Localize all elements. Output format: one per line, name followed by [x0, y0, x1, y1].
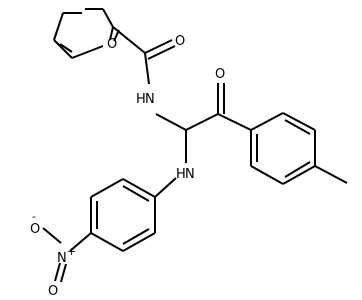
- tolyl-ring: [250, 112, 348, 185]
- bond-ch-to-ketone-c: [185, 113, 219, 131]
- bond-furan-to-carbonyl: [112, 26, 146, 54]
- furan-ring: [53, 8, 120, 59]
- atom-ketone-oxygen: O: [215, 67, 225, 82]
- bond-furan-c3-c2: [102, 8, 114, 28]
- atom-nitro-nitrogen: N: [57, 251, 67, 266]
- bond-ar-4-5: [90, 232, 124, 252]
- bond-ketone-to-ring: [217, 113, 252, 131]
- bond-tolyl-2-3: [282, 112, 316, 131]
- atom-amide-oxygen: O: [175, 34, 185, 49]
- atom-nitro-oxygen: O: [48, 284, 58, 299]
- atom-amide-hydrogen: H: [136, 92, 146, 107]
- bond-tolyl-2-3-inner: [284, 119, 311, 135]
- bond-ar-5-6: [122, 232, 156, 252]
- nitrophenyl-ring: [90, 178, 156, 252]
- atom-amine-nitrogen: N: [185, 167, 195, 182]
- bond-furan-c4-c5: [53, 12, 64, 41]
- nitro-group: [42, 227, 92, 283]
- bond-tolyl-1-2: [250, 112, 284, 131]
- bond-nh-to-ring: [154, 177, 177, 198]
- bond-carbonyl-c-o-2: [147, 45, 176, 60]
- atom-furan-oxygen: O: [107, 37, 117, 52]
- bond-n-to-ch: [155, 113, 187, 131]
- bond-ar-1-2: [122, 178, 156, 198]
- amine-group: [154, 130, 187, 198]
- bond-ar-1-2-inner: [122, 185, 150, 202]
- atom-amide-nitrogen: N: [145, 92, 155, 107]
- bond-carbonyl-c-n: [144, 52, 150, 85]
- bond-furan-c5-c6-inner: [59, 43, 73, 53]
- bond-tolyl-5-6: [250, 165, 284, 185]
- negative-charge: -: [32, 210, 36, 223]
- bond-ring-to-nitro-n: [69, 232, 92, 252]
- bond-nitro-n-o-2: [60, 263, 67, 283]
- bond-tolyl-4-5-inner: [284, 161, 311, 178]
- bond-furan-c6-o: [71, 45, 104, 59]
- atom-labels: O O N H O N H O - N + O: [30, 34, 225, 299]
- amide-group: [112, 26, 187, 131]
- atom-amine-hydrogen: H: [176, 167, 186, 182]
- bond-nitro-n-o-1: [54, 262, 61, 282]
- ketone-group: [185, 83, 252, 131]
- atom-nitro-oxygen-anion: O: [30, 222, 40, 237]
- bond-furan-c5-c6: [53, 39, 73, 59]
- bond-tolyl-4-5: [282, 165, 316, 185]
- bond-ar-2-3: [90, 178, 124, 198]
- positive-charge: +: [67, 245, 76, 258]
- bond-ar-5-6-inner: [122, 228, 150, 245]
- bond-furan-c2-o: [109, 26, 114, 41]
- bond-tolyl-methyl: [314, 165, 348, 184]
- bond-nitro-n-o-minus: [42, 227, 62, 244]
- bond-carbonyl-c-o-1: [144, 39, 173, 54]
